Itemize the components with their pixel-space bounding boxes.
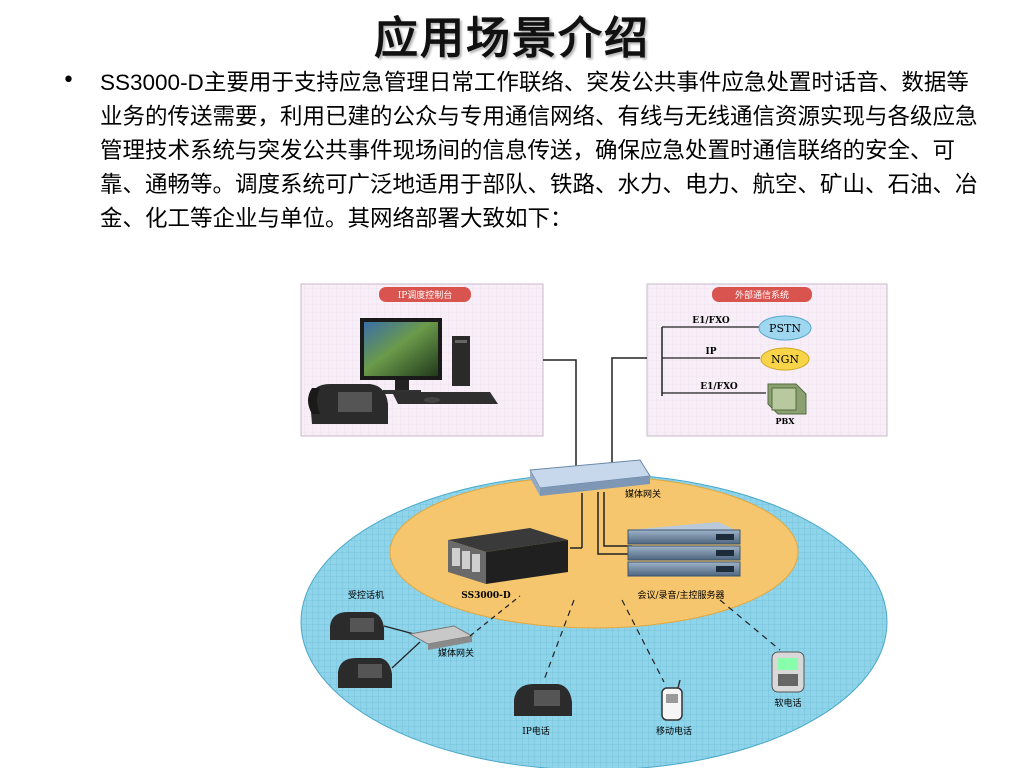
media-gateway-bottom-icon: 媒体网关: [408, 625, 474, 659]
ss3000d-label: SS3000-D: [461, 591, 511, 601]
controlled-phone-2-icon: [338, 658, 392, 688]
controlled-phone-1-icon: [330, 612, 384, 640]
bullet-text: SS3000-D主要用于支持应急管理日常工作联络、突发公共事件应急处置时话音、数…: [100, 66, 980, 236]
gateway-to-core-link-3: [603, 492, 632, 547]
mobile-phone-icon: 移动电话: [656, 679, 692, 737]
media-gateway-top-label: 媒体网关: [625, 488, 661, 500]
pstn-cloud-icon: PSTN: [758, 315, 812, 341]
media-gateway-top-icon: 媒体网关: [529, 459, 661, 500]
softphone-dashed-link: [719, 599, 781, 651]
phone1-to-gateway-link: [383, 625, 415, 635]
mobile-phone-label: 移动电话: [656, 725, 692, 737]
gateway-bottom-to-core-link: [469, 595, 521, 637]
pbx-label: PBX: [776, 416, 796, 426]
external-system-panel: 外部通信系统 E1/FXO IP E1/FXO PSTN NGN PBX: [646, 283, 888, 437]
ip-console-label: IP调度控制台: [398, 289, 453, 301]
servers-stack-icon: 会议/录音/主控服务器: [627, 522, 741, 601]
console-link: [543, 359, 577, 470]
soft-phone-label: 软电话: [774, 697, 801, 709]
pbx-icon: PBX: [767, 383, 807, 426]
phone2-to-gateway-link: [391, 641, 421, 669]
servers-label: 会议/录音/主控服务器: [637, 589, 724, 601]
product-name: SS3000-D: [100, 70, 204, 95]
bullet-body: 主要用于支持应急管理日常工作联络、突发公共事件应急处置时话音、数据等业务的传送需…: [100, 70, 978, 232]
external-system-label: 外部通信系统: [735, 289, 789, 301]
external-link: [611, 357, 647, 470]
ngn-cloud-icon: NGN: [760, 347, 810, 371]
controlled-phones-label: 受控话机: [348, 589, 384, 601]
pc-tower-icon: [452, 336, 470, 386]
link-label-ip: IP: [706, 347, 717, 357]
gateway-to-core-link-2: [597, 492, 632, 555]
ss3000d-server-icon: SS3000-D: [448, 528, 568, 601]
ip-console-panel: IP调度控制台: [300, 283, 544, 437]
page-title: 应用场景介绍: [374, 13, 650, 64]
link-label-e1fxo-bottom: E1/FXO: [700, 382, 738, 392]
ip-phone-label: IP电话: [522, 725, 550, 737]
media-gateway-bottom-label: 媒体网关: [438, 647, 474, 659]
mobile-dashed-link: [621, 599, 665, 683]
ngn-label: NGN: [771, 353, 799, 366]
link-label-e1fxo-top: E1/FXO: [692, 316, 730, 326]
ip-phone-icon: IP电话: [514, 684, 572, 737]
keyboard-icon: [392, 392, 498, 404]
soft-phone-icon: 软电话: [771, 651, 805, 709]
desk-phone-icon: [308, 384, 388, 424]
bullet-icon: •: [62, 68, 75, 93]
pstn-label: PSTN: [769, 322, 801, 335]
ip-phone-dashed-link: [543, 599, 575, 681]
